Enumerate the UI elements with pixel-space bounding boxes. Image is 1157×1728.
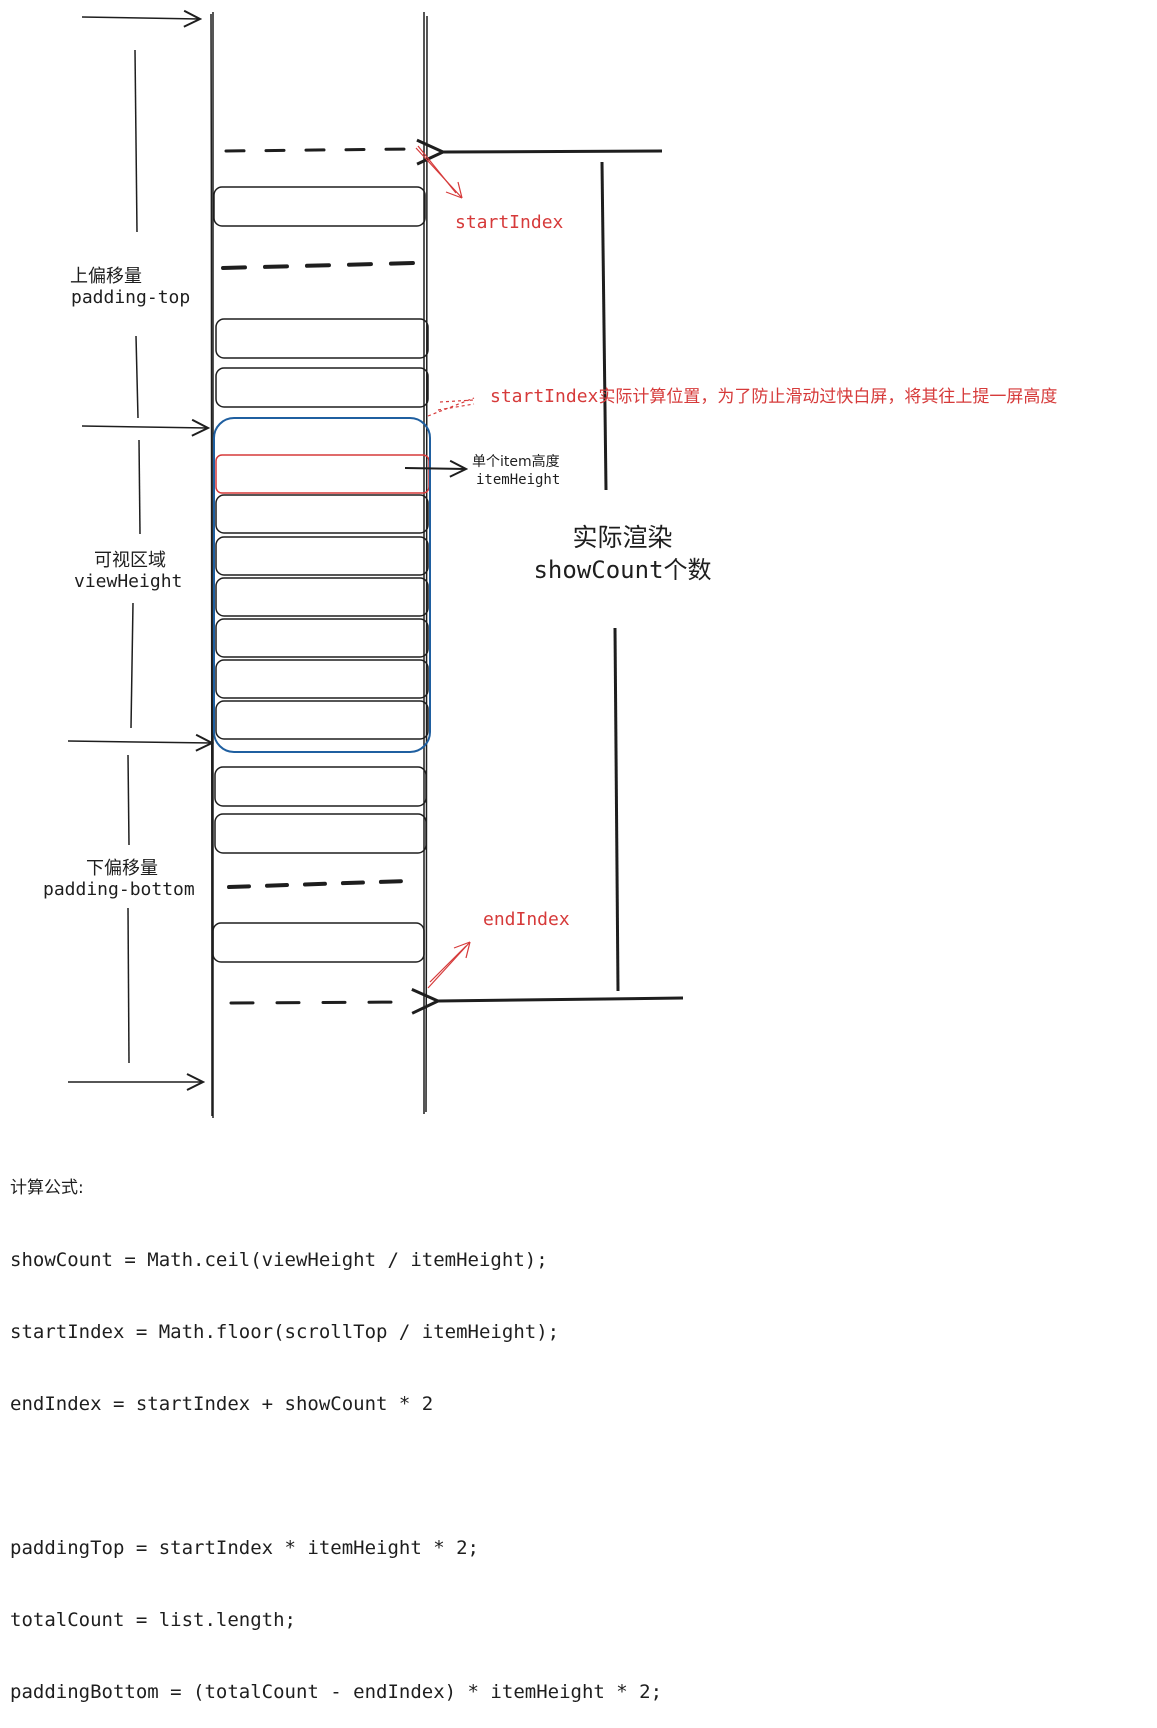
- list-item: [215, 767, 426, 806]
- list-item: [216, 319, 428, 358]
- viewport-bottom-arrow-icon: [68, 741, 212, 743]
- item-height-label: itemHeight: [472, 471, 560, 489]
- render-span-upper: [602, 162, 606, 490]
- highlighted-item: [216, 455, 429, 493]
- view-height-label: viewHeight: [74, 571, 182, 592]
- list-item: [216, 701, 428, 739]
- list-item: [216, 537, 428, 575]
- show-count-label: showCount: [533, 556, 663, 584]
- render-cn-label: 实际渲染: [520, 522, 725, 554]
- formula-line: [10, 1464, 662, 1488]
- padding-top-label: padding-top: [71, 287, 190, 308]
- item-height-note: 单个item高度 itemHeight: [472, 453, 560, 489]
- view-area-label: 可视区域: [94, 546, 166, 572]
- item-height-arrow-icon: [405, 468, 466, 469]
- list-item: [216, 495, 428, 533]
- list-item: [214, 187, 425, 226]
- viewport-box: [214, 418, 430, 752]
- render-count-note: 实际渲染 showCount个数: [520, 522, 725, 589]
- end-index-label: endIndex: [483, 909, 570, 930]
- formula-line: paddingTop = startIndex * itemHeight * 2…: [10, 1536, 662, 1560]
- start-index-actual-code: startIndex: [490, 386, 598, 407]
- formula-line: paddingBottom = (totalCount - endIndex) …: [10, 1680, 662, 1704]
- formula-line: startIndex = Math.floor(scrollTop / item…: [10, 1320, 662, 1344]
- formula-line: endIndex = startIndex + showCount * 2: [10, 1392, 662, 1416]
- end-boundary-arrow-icon: [438, 998, 683, 1001]
- dashed-line-lower-buffer: [229, 881, 408, 887]
- start-index-label: startIndex: [455, 212, 563, 233]
- formula-title: 计算公式:: [10, 1176, 662, 1200]
- formula-line: totalCount = list.length;: [10, 1608, 662, 1632]
- list-item: [216, 368, 428, 407]
- list-item: [215, 814, 426, 853]
- top-offset-label: 上偏移量: [70, 262, 156, 288]
- dashed-line-upper-buffer: [223, 263, 414, 268]
- list-item: [213, 923, 424, 962]
- list-item: [216, 619, 428, 657]
- start-index-actual-text: 实际计算位置，为了防止滑动过快白屏，将其往上提一屏高度: [598, 387, 1057, 407]
- render-span-lower: [615, 628, 618, 991]
- start-index-actual-note: startIndex实际计算位置，为了防止滑动过快白屏，将其往上提一屏高度: [490, 382, 1057, 407]
- bottom-offset-label: 下偏移量: [86, 854, 158, 880]
- list-item: [216, 660, 428, 698]
- start-index-actual-pointer-icon: [428, 398, 474, 416]
- start-boundary-arrow-icon: [443, 151, 662, 152]
- dashed-line-start-boundary: [226, 149, 410, 151]
- viewport-top-arrow-icon: [82, 426, 208, 428]
- dashed-boundaries: [223, 149, 414, 1003]
- list-container-rails: [211, 12, 427, 1118]
- dashed-line-end-boundary: [231, 1002, 412, 1003]
- list-item: [216, 578, 428, 616]
- top-arrow-icon: [82, 17, 200, 19]
- list-items: [213, 187, 428, 962]
- item-height-cn-label: 单个item高度: [472, 453, 560, 471]
- padding-bottom-label: padding-bottom: [43, 879, 195, 900]
- formula-block: 计算公式: showCount = Math.ceil(viewHeight /…: [10, 1128, 662, 1728]
- show-count-suffix: 个数: [664, 556, 712, 584]
- formula-line: showCount = Math.ceil(viewHeight / itemH…: [10, 1248, 662, 1272]
